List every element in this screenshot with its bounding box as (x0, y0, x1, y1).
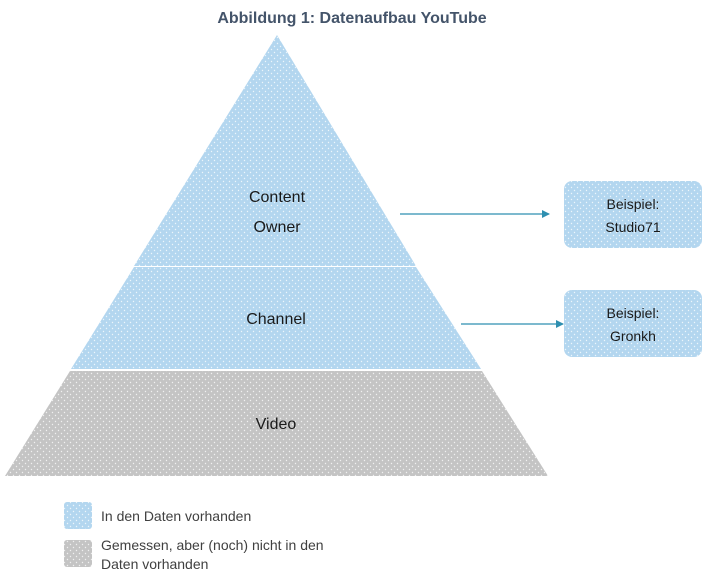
example-box-studio71-line1: Beispiel: (607, 196, 660, 212)
tier-video-label: Video (256, 416, 297, 433)
tier-content-owner-label-line1: Content (249, 189, 306, 206)
tier-channel-label: Channel (246, 311, 306, 328)
tier-content-owner-texture (134, 35, 416, 266)
figure-title: Abbildung 1: Datenaufbau YouTube (217, 10, 486, 27)
example-box-gronkh-line1: Beispiel: (607, 305, 660, 321)
example-box-gronkh: Beispiel: Gronkh (564, 290, 702, 357)
example-box-gronkh-line2: Gronkh (610, 328, 656, 344)
legend-label-measured-line1: Gemessen, aber (noch) nicht in den (101, 537, 324, 553)
tier-video-texture (5, 371, 548, 476)
example-box-studio71: Beispiel: Studio71 (564, 181, 702, 248)
example-box-studio71-line2: Studio71 (605, 219, 660, 235)
legend-label-measured-line2: Daten vorhanden (101, 556, 208, 572)
tier-content-owner-label-line2: Owner (253, 219, 301, 236)
tier-channel-texture (71, 267, 481, 369)
legend: In den Daten vorhanden Gemessen, aber (n… (64, 502, 324, 572)
legend-label-present: In den Daten vorhanden (101, 508, 251, 524)
pyramid: Content Owner Channel Video (5, 35, 548, 476)
